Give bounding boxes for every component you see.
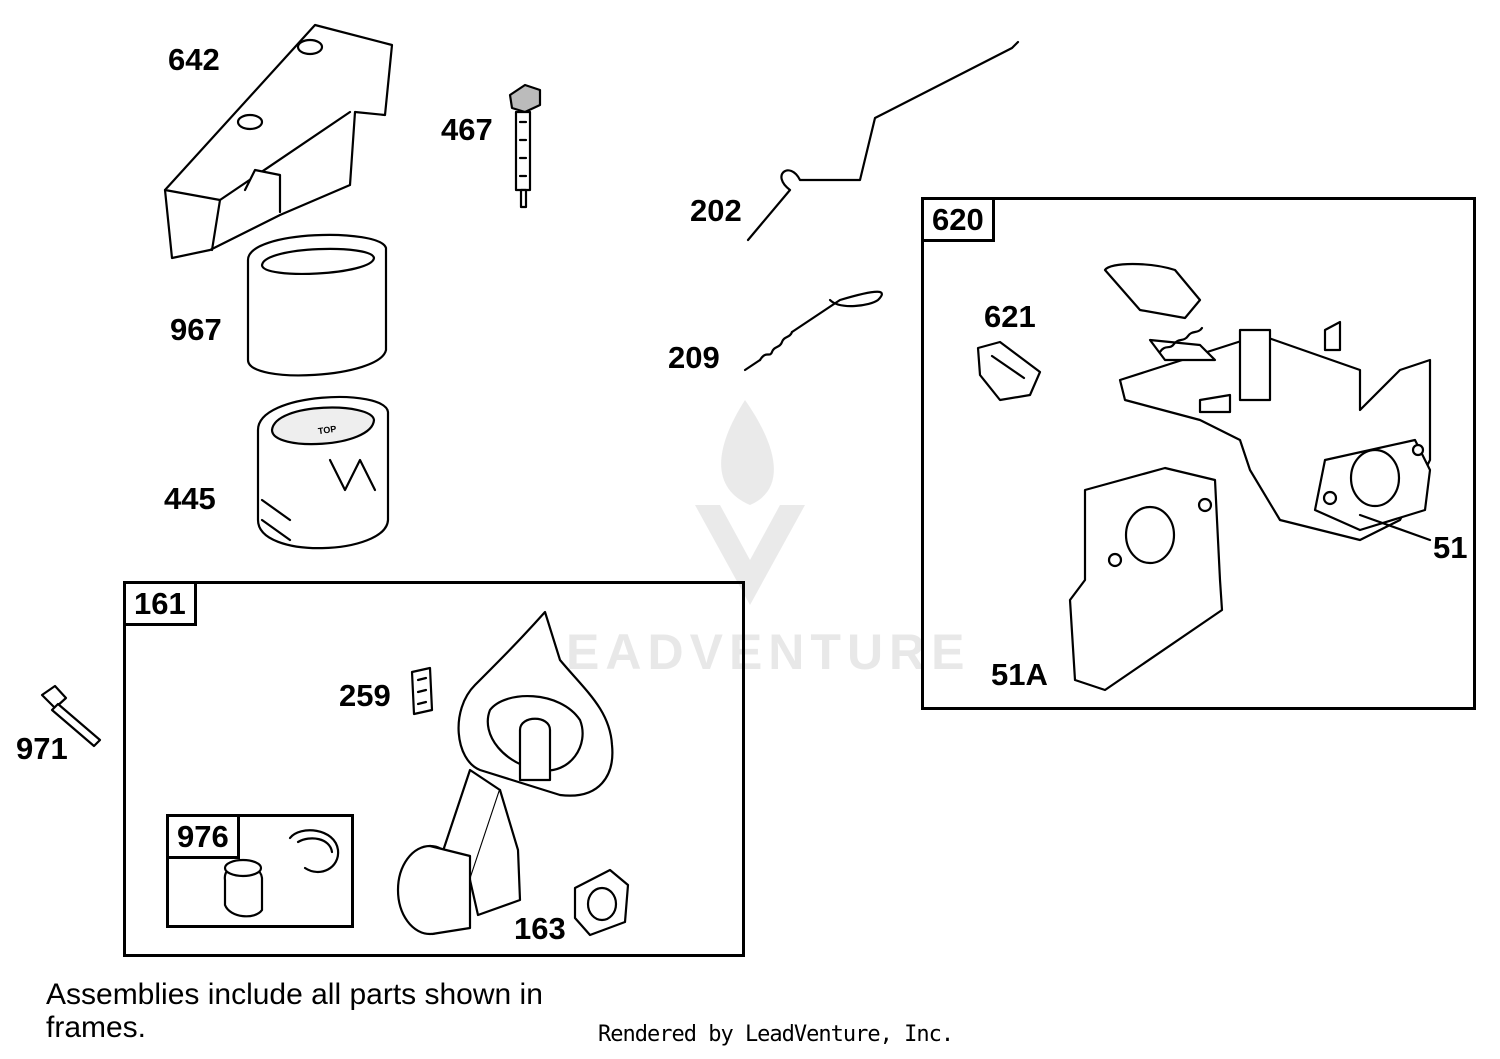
render-credit: Rendered by LeadVenture, Inc. xyxy=(598,1022,954,1047)
flame-v-icon xyxy=(695,400,805,605)
label-621: 621 xyxy=(984,299,1036,334)
gasket-51-part xyxy=(1313,438,1432,542)
label-163: 163 xyxy=(514,911,566,946)
assembly-frame-620: 620 xyxy=(921,197,1476,710)
bulb-part xyxy=(223,858,264,918)
label-971: 971 xyxy=(16,731,68,766)
frame-tag-620: 620 xyxy=(924,200,995,242)
clamp-part xyxy=(288,829,340,874)
label-51a: 51A xyxy=(991,657,1048,692)
assembly-frame-976: 976 xyxy=(166,814,354,928)
pre-cleaner-part xyxy=(246,233,388,377)
frame-tag-976: 976 xyxy=(169,817,240,859)
plate-51a-part xyxy=(1068,466,1224,692)
spring-part xyxy=(743,290,883,372)
footnote: Assemblies include all parts shown in fr… xyxy=(46,978,543,1044)
label-209: 209 xyxy=(668,340,720,375)
link-rod-part xyxy=(746,40,1020,242)
watermark-logo: LEADVENTURE xyxy=(490,395,1010,695)
governor-clip-part xyxy=(976,340,1042,402)
air-filter-part xyxy=(256,395,390,550)
air-cleaner-cover-part xyxy=(163,23,394,260)
label-467: 467 xyxy=(441,112,493,147)
label-202: 202 xyxy=(690,193,742,228)
frame-tag-161: 161 xyxy=(126,584,197,626)
assembly-frame-161: 161 xyxy=(123,581,745,957)
bolt-part xyxy=(40,684,102,748)
plug-part xyxy=(508,83,542,209)
label-445: 445 xyxy=(164,481,216,516)
clip-part xyxy=(410,666,434,716)
label-967: 967 xyxy=(170,312,222,347)
intake-elbow-part xyxy=(396,610,614,936)
gasket-part xyxy=(573,868,630,937)
label-259: 259 xyxy=(339,678,391,713)
watermark-text: LEADVENTURE xyxy=(529,624,971,680)
label-51: 51 xyxy=(1433,530,1468,565)
label-642: 642 xyxy=(168,42,220,77)
